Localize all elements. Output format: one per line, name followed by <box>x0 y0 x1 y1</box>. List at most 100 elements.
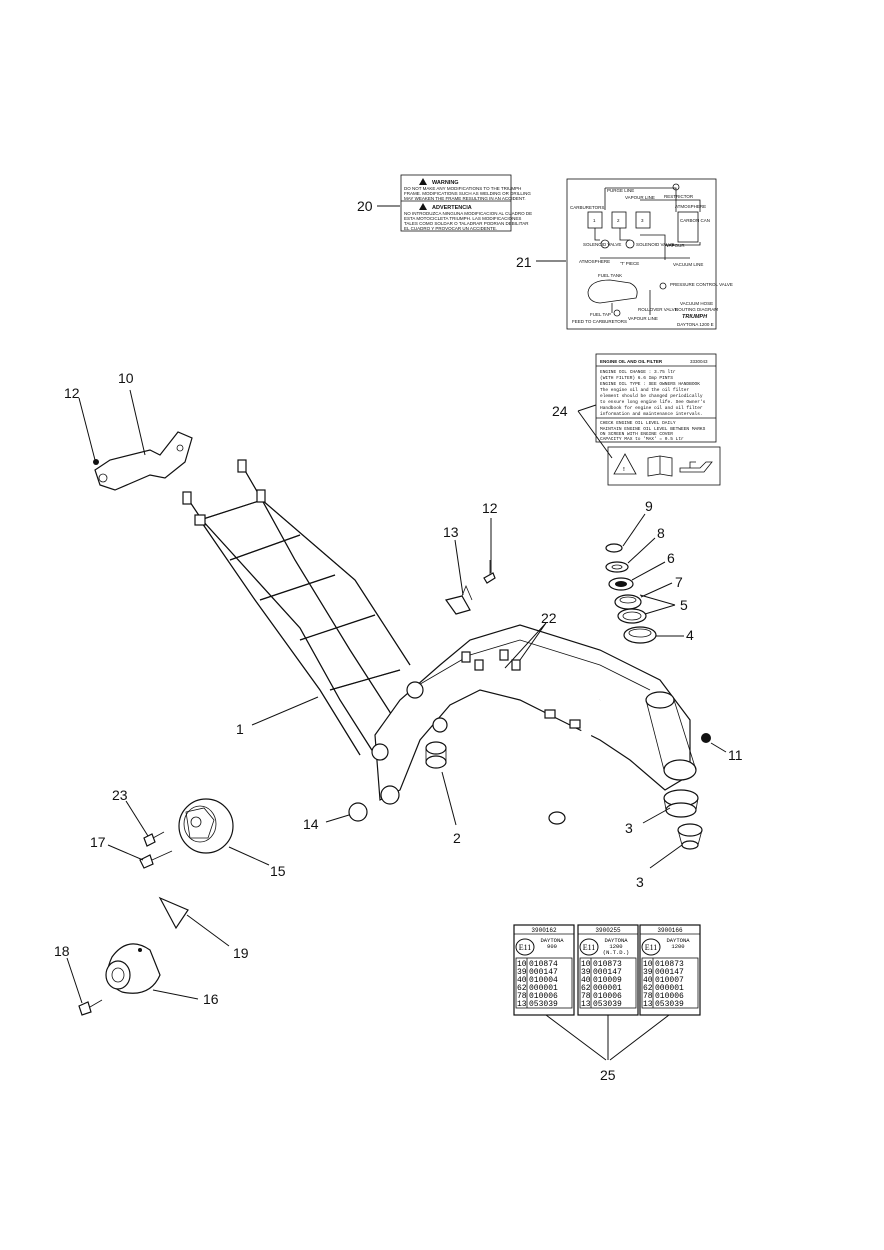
main-frame <box>182 459 697 825</box>
warning-triangle-icon <box>419 203 427 210</box>
id-label-code: 62 <box>581 984 591 993</box>
id-label-code: 13 <box>581 1000 591 1009</box>
id-label-code: 78 <box>643 992 653 1001</box>
e-mark-text: E11 <box>583 943 596 952</box>
id-label-code: 40 <box>643 976 653 985</box>
lower-race-3 <box>663 789 699 818</box>
id-label-code: 62 <box>643 984 653 993</box>
triumph-logo-text: TRIUMPH <box>682 314 708 320</box>
washer-8 <box>605 561 629 573</box>
vacuum-rollover-text: ROLLOVER VALVE <box>638 307 678 312</box>
engine-mount-15 <box>178 798 234 854</box>
id-label-value: 000147 <box>593 968 622 977</box>
oil-label-part-number: 3330043 <box>690 359 708 364</box>
callout-3-top: 3 <box>625 820 633 836</box>
e-mark-text: E11 <box>519 943 532 952</box>
id-label-value: 053039 <box>529 1000 558 1009</box>
id-label-model: DAYTONA <box>604 937 628 944</box>
id-label-code: 40 <box>581 976 591 985</box>
oil-line-11: ON SCREEN WITH ENGINE COVER <box>600 431 673 437</box>
vacuum-atmosphere-text: ATMOSPHERE <box>579 259 610 264</box>
callout-1: 1 <box>236 721 244 737</box>
race-5 <box>617 608 647 624</box>
id-label-code: 62 <box>517 984 527 993</box>
vacuum-vacuum-line-text: VACUUM LINE <box>673 262 703 267</box>
oil-line-2: (WITH FILTER) 6.6 Imp PINTS <box>600 375 673 381</box>
seal-9 <box>605 543 623 553</box>
id-label-code: 13 <box>643 1000 653 1009</box>
bolt-23 <box>143 831 165 847</box>
oil-line-1: ENGINE OIL CHANGE : 3.75 ltr <box>600 369 676 375</box>
id-label-code: 10 <box>517 960 527 969</box>
id-label-value: 000001 <box>529 984 558 993</box>
id-label-part-number: 3900255 <box>595 927 621 934</box>
vacuum-vapour-line-text: VAPOUR LINE <box>625 195 655 200</box>
warning-decal: WARNING DO NOT MAKE ANY MODIFICATIONS TO… <box>400 174 532 232</box>
vacuum-vapour-line-2-text: VAPOUR LINE <box>628 316 658 321</box>
id-label-part-number: 3900162 <box>531 927 557 934</box>
callout-24: 24 <box>552 403 568 419</box>
id-label-value: 010004 <box>529 976 558 985</box>
callout-12-right: 12 <box>482 500 498 516</box>
id-label-value: 000147 <box>655 968 684 977</box>
id-label-extra: (N.T.D.) <box>603 949 629 956</box>
id-label-value: 010006 <box>593 992 622 1001</box>
oil-line-8: information and maintenance intervals. <box>600 411 703 417</box>
screw-12-right <box>483 560 496 584</box>
id-label-code: 10 <box>643 960 653 969</box>
id-label-code: 40 <box>517 976 527 985</box>
vacuum-t-piece-text: 'T' PIECE <box>620 261 639 266</box>
callout-23: 23 <box>112 787 128 803</box>
oil-pictogram-decal: ! <box>607 446 721 486</box>
callout-12-top: 12 <box>64 385 80 401</box>
id-label-value: 000001 <box>593 984 622 993</box>
e-mark-text: E11 <box>645 943 658 952</box>
bushing-2 <box>425 741 447 769</box>
oil-line-4: The engine oil and the oil filter <box>600 387 689 393</box>
vacuum-fuel-tank-text: FUEL TANK <box>598 273 622 278</box>
callout-10: 10 <box>118 370 134 386</box>
vacuum-atmosphere-top-text: ATMOSPHERE <box>675 204 706 209</box>
oil-line-7: Handbook for engine oil and oil filter <box>600 405 703 411</box>
id-label-code: 39 <box>581 968 591 977</box>
vacuum-routing-text: ROUTING DIAGRAM <box>675 307 718 312</box>
vacuum-restrictor-text: RESTRICTOR <box>664 194 694 199</box>
vacuum-purge-line-text: PURGE LINE <box>607 188 634 193</box>
callout-4: 4 <box>686 627 694 643</box>
bolt-17 <box>139 850 173 869</box>
plug-11 <box>701 733 711 743</box>
vacuum-pressure-control-text: PRESSURE CONTROL VALVE <box>670 282 733 287</box>
warning-title: WARNING <box>432 180 459 186</box>
vacuum-model-text: DAYTONA 1200 E <box>677 322 714 327</box>
oil-line-10: MAINTAIN ENGINE OIL LEVEL BETWEEN MARKS <box>600 426 706 432</box>
advertencia-line-1: NO INTRODUZCA NINGUNA MODIFICACION AL CU… <box>404 211 532 216</box>
id-label-value: 010006 <box>529 992 558 1001</box>
caution-exclamation-glyph: ! <box>623 467 625 473</box>
callout-8: 8 <box>657 525 665 541</box>
vacuum-hose-text: VACUUM HOSE <box>680 301 713 306</box>
vacuum-vapour-text: VAPOUR <box>666 243 685 248</box>
id-label-value: 010007 <box>655 976 684 985</box>
carb-3-mark: 3 <box>641 218 644 223</box>
callout-22: 22 <box>541 610 557 626</box>
callout-9: 9 <box>645 498 653 514</box>
id-label-code: 39 <box>643 968 653 977</box>
callout-18: 18 <box>54 943 70 959</box>
vacuum-fuel-tap-text: FUEL TAP <box>590 312 611 317</box>
vacuum-feed-text: FEED TO CARBURETORS <box>572 319 627 324</box>
id-label-code: 13 <box>517 1000 527 1009</box>
advertencia-line-4: EL CUADRO Y PROVOCAR UN ACCIDENTE. <box>404 226 497 231</box>
vacuum-carburetors-text: CARBURETORS <box>570 205 604 210</box>
screw-12-top <box>93 459 99 465</box>
oil-line-5: element should be changed periodically <box>600 393 703 399</box>
id-label-value: 010874 <box>529 960 558 969</box>
id-label-value: 010873 <box>655 960 684 969</box>
id-label-code: 10 <box>581 960 591 969</box>
id-label-value: 000001 <box>655 984 684 993</box>
id-label-part-number: 3900166 <box>657 927 683 934</box>
id-label-model: DAYTONA <box>540 937 564 944</box>
